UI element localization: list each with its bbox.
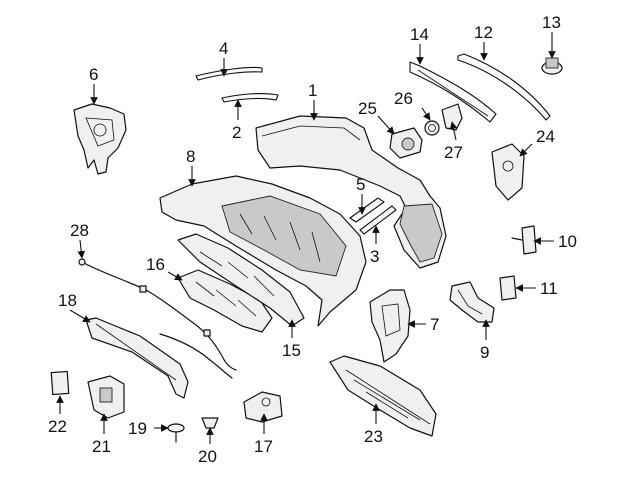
callout-11: 11 — [540, 279, 558, 298]
callout-7: 7 — [430, 315, 439, 334]
callout-3: 3 — [370, 247, 379, 266]
leader-lines — [56, 32, 556, 444]
callout-17: 17 — [254, 437, 273, 456]
callout-15: 15 — [282, 341, 301, 360]
part-17-bracket — [243, 391, 283, 423]
part-2-trim-strip — [221, 93, 279, 103]
callout-4: 4 — [219, 39, 228, 58]
callout-2: 2 — [232, 123, 241, 142]
callout-6: 6 — [89, 65, 98, 84]
callout-24: 24 — [536, 127, 555, 146]
callout-28: 28 — [70, 221, 89, 240]
part-16-energy-absorber — [177, 269, 273, 333]
part-14-reinforcement-strip — [409, 61, 497, 123]
callout-26: 26 — [394, 89, 413, 108]
part-15-energy-absorber — [177, 233, 305, 327]
callout-13: 13 — [542, 13, 561, 32]
part-25-sensor — [389, 127, 423, 159]
callout-labels: 1 2 3 4 5 6 7 8 9 10 11 12 13 14 15 16 1… — [48, 13, 577, 466]
callout-25: 25 — [358, 99, 377, 118]
part-22-plate — [50, 370, 70, 396]
callout-22: 22 — [48, 417, 67, 436]
part-27-sensor-bracket — [441, 103, 463, 131]
part-3-trim-strip — [359, 205, 397, 235]
part-20-clip — [201, 417, 219, 429]
part-23-undertray — [329, 355, 437, 437]
callout-5: 5 — [356, 175, 365, 194]
callout-16: 16 — [146, 255, 165, 274]
part-12-trim-strip — [457, 53, 551, 121]
part-4-trim-strip — [195, 66, 263, 81]
part-11-cap — [499, 275, 517, 301]
callout-12: 12 — [474, 23, 493, 42]
part-13-clip — [541, 57, 563, 75]
callout-1: 1 — [308, 81, 317, 100]
callout-20: 20 — [198, 447, 217, 466]
callout-8: 8 — [186, 147, 195, 166]
part-28-wiring-harness — [78, 258, 237, 379]
part-18-impact-bar — [85, 317, 189, 399]
part-21-mount-bracket — [87, 375, 125, 419]
part-24-bracket — [491, 143, 525, 201]
part-7-bracket — [369, 289, 411, 363]
callout-18: 18 — [58, 291, 77, 310]
part-6-bracket — [73, 103, 127, 175]
callout-14: 14 — [410, 25, 429, 44]
part-8-lower-valance — [159, 175, 367, 327]
part-19-bolt — [167, 423, 185, 443]
part-26-sensor-ring — [424, 120, 440, 136]
callout-21: 21 — [92, 437, 111, 456]
part-5-trim-strip — [349, 197, 385, 223]
callout-23: 23 — [364, 427, 383, 446]
callout-19: 19 — [128, 419, 147, 438]
callout-10: 10 — [558, 232, 577, 251]
callout-9: 9 — [480, 343, 489, 362]
part-10-bracket — [511, 225, 537, 255]
part-1-bumper-cover — [255, 115, 447, 269]
callout-27: 27 — [444, 143, 463, 162]
part-9-bracket — [449, 281, 495, 323]
